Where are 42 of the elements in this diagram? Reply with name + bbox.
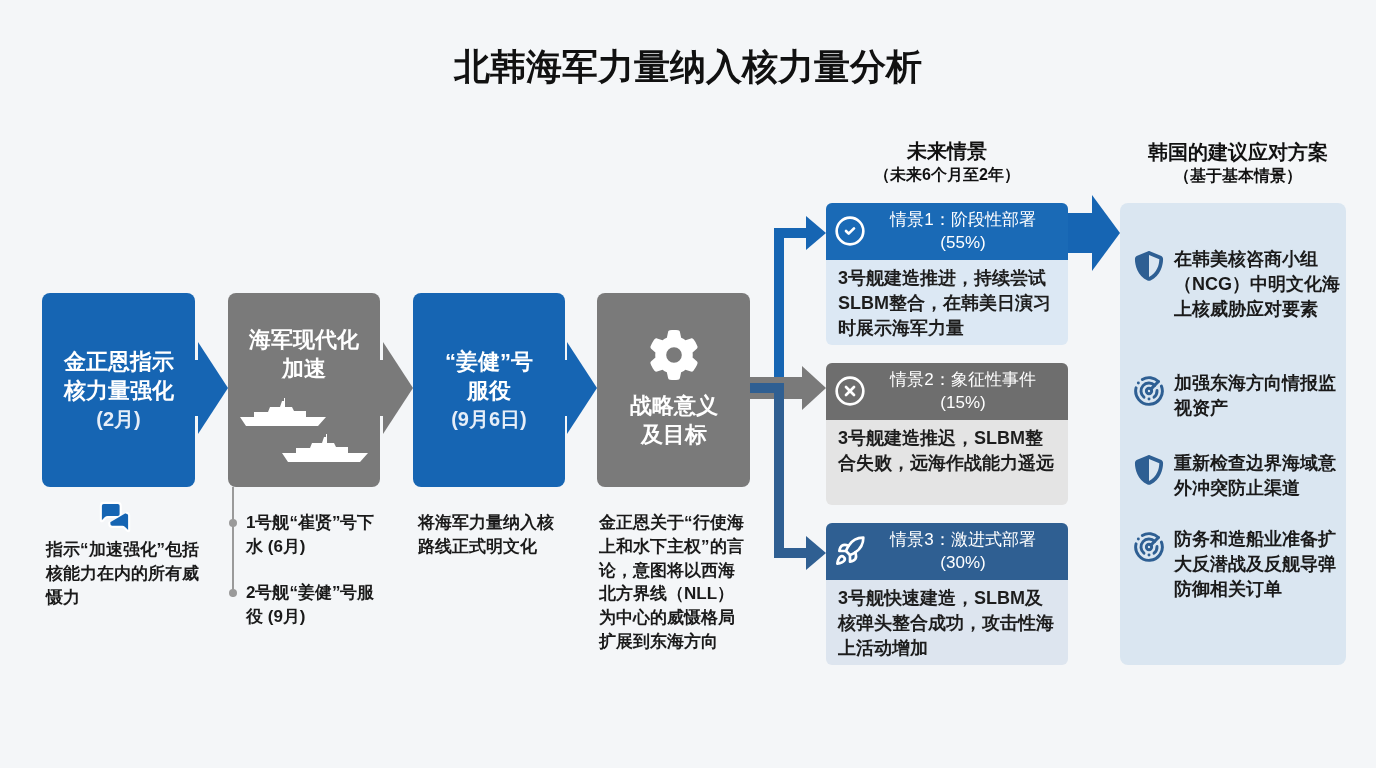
scenario-probability: (15%) <box>940 391 986 414</box>
arrow <box>195 342 228 434</box>
step-title: “姜健”号服役 <box>444 348 534 405</box>
step-title: 海军现代化加速 <box>248 326 360 383</box>
arrow <box>565 342 597 434</box>
panel-subheading: （基于基本情景） <box>1174 166 1302 186</box>
timeline-text: 1号舰“崔贤”号下水 (6月) <box>246 512 376 558</box>
arrow <box>380 342 413 434</box>
scenario-description: 3号舰建造推迟，SLBM整合失败，远海作战能力遥远 <box>837 427 1055 476</box>
panel-heading: 韩国的建议应对方案 <box>1148 140 1328 165</box>
step-box <box>413 293 565 487</box>
recommendation-text: 在韩美核咨商小组（NCG）中明文化海上核威胁应对要素 <box>1174 248 1341 321</box>
arrow <box>750 383 826 570</box>
step-date: (2月) <box>96 406 141 432</box>
caption-text: 指示“加速强化”包括核能力在内的所有威慑力 <box>46 539 200 609</box>
step-date: (9月6日) <box>451 406 527 432</box>
caption-text: 将海军力量纳入核路线正式明文化 <box>418 512 555 558</box>
timeline-text: 2号舰“姜健”号服役 (9月) <box>246 582 376 628</box>
scenario-card <box>826 203 1068 345</box>
arrow <box>750 366 826 410</box>
recommendation-text: 重新检查边界海域意外冲突防止渠道 <box>1174 452 1337 500</box>
recommendation-text: 加强东海方向情报监视资产 <box>1174 372 1337 420</box>
scenario-card <box>826 363 1068 505</box>
scenario-title: 情景1：阶段性部署 <box>890 209 1036 232</box>
scenario-title: 情景3：激进式部署 <box>890 529 1036 552</box>
caption-text: 金正恩关于“行使海上和水下主权”的言论，意图将以西海北方界线（NLL）为中心的威慑格局扩展到东海方向 <box>599 512 745 653</box>
column-heading: 未来情景 <box>907 139 987 164</box>
step-box <box>597 293 750 487</box>
scenario-title: 情景2：象征性事件 <box>890 369 1036 392</box>
scenario-probability: (55%) <box>940 231 986 254</box>
step-title: 金正恩指示核力量强化 <box>62 348 175 405</box>
diagram-title: 北韩海军力量纳入核力量分析 <box>453 45 923 89</box>
scenario-card <box>826 523 1068 665</box>
column-subheading: （未来6个月至2年） <box>874 165 1020 185</box>
arrow <box>1068 195 1120 271</box>
scenario-probability: (30%) <box>940 551 986 574</box>
step-box <box>42 293 195 487</box>
scenario-description: 3号舰快速建造，SLBM及核弹头整合成功，攻击性海上活动增加 <box>836 587 1055 661</box>
step-box <box>228 293 380 487</box>
recommendation-text: 防务和造船业准备扩大反潜战及反舰导弹防御相关订单 <box>1174 528 1337 601</box>
scenario-description: 3号舰建造推进，持续尝试SLBM整合，在韩美日演习时展示海军力量 <box>837 267 1052 341</box>
step-title: 战略意义及目标 <box>628 392 719 449</box>
